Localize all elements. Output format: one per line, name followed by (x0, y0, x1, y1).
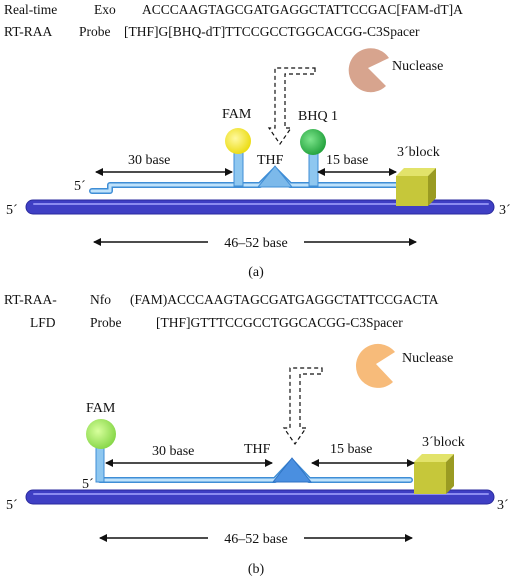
panel-a-thf-label: THF (257, 153, 284, 168)
panel-a: Real-time Exo ACCCAAGTAGCGATGAGGCTATTCCG… (4, 2, 511, 280)
fam-linker (233, 149, 244, 187)
block-cube-icon (396, 168, 436, 206)
fluorophore-icon-b (86, 419, 116, 449)
panel-a-left-span-label: 30 base (128, 153, 170, 168)
panel-b-length-label: 46–52 base (224, 532, 287, 547)
nuclease-pacman-icon (348, 48, 389, 93)
panel-b-nuclease-label: Nuclease (402, 351, 453, 366)
panel-a-bhq-label: BHQ 1 (298, 109, 338, 124)
probe-strand-b (97, 459, 413, 483)
panel-b-header-line2-name: LFD (30, 315, 56, 330)
panel-a-nuclease-label: Nuclease (392, 59, 443, 74)
thf-site-icon-b (271, 457, 313, 483)
cleavage-arrow-icon-b (282, 367, 323, 446)
panel-b-probe-5prime: 5´ (82, 477, 94, 492)
panel-a-header-line1-name: Real-time (4, 2, 57, 17)
panel-a-strand-5prime: 5´ (6, 203, 18, 218)
panel-b: RT-RAA- Nfo (FAM)ACCCAAGTAGCGATGAGGCTATT… (4, 292, 509, 577)
quencher-icon (300, 129, 326, 155)
nuclease-pacman-icon-b (355, 343, 395, 388)
panel-a-header-line2-kind: Probe (79, 24, 111, 39)
panel-b-fam-label: FAM (86, 401, 116, 416)
thf-site-icon (256, 165, 294, 188)
probe-strand (89, 167, 413, 194)
panel-a-header-line2-sequence: [THF]G[BHQ-dT]TTCCGCCTGGCACGG-C3Spacer (124, 24, 420, 39)
panel-a-length-label-bg (208, 232, 304, 250)
panel-b-thf-label: THF (244, 442, 271, 457)
panel-a-probe-5prime: 5´ (74, 179, 86, 194)
panel-b-strand-3prime: 3´ (497, 498, 509, 513)
panel-b-left-span-label: 30 base (152, 444, 194, 459)
cleavage-arrow-icon (267, 67, 316, 146)
panel-b-header-line2-sequence: [THF]GTTTCCGCCTGGCACGG-C3Spacer (156, 315, 403, 330)
fluorophore-icon (225, 128, 251, 154)
panel-a-block-label: 3´block (397, 145, 440, 160)
panel-a-length-label: 46–52 base (224, 236, 287, 251)
panel-b-block-label: 3´block (422, 435, 465, 450)
panel-b-caption: (b) (248, 562, 265, 577)
block-cube-icon-b (414, 454, 454, 494)
panel-b-header-line1-name: RT-RAA- (4, 292, 57, 307)
panel-a-header-line1-sequence: ACCCAAGTAGCGATGAGGCTATTCCGAC[FAM-dT]A (142, 2, 463, 17)
panel-a-fam-label: FAM (222, 107, 252, 122)
panel-a-caption: (a) (248, 265, 264, 280)
bhq-linker (308, 151, 319, 187)
panel-a-header-line2-name: RT-RAA (4, 24, 52, 39)
panel-b-header-line1-kind: Nfo (90, 292, 111, 307)
panel-b-header-line2-kind: Probe (90, 315, 122, 330)
panel-b-strand-5prime: 5´ (6, 498, 18, 513)
panel-a-strand-3prime: 3´ (499, 203, 511, 218)
fam-linker-b (95, 445, 105, 483)
panel-a-header-line1-kind: Exo (94, 2, 116, 17)
panel-a-right-span-label: 15 base (326, 153, 368, 168)
panel-b-length-label-bg (208, 528, 304, 546)
panel-b-header-line1-sequence: (FAM)ACCCAAGTAGCGATGAGGCTATTCCGACTA (130, 292, 439, 307)
panel-b-right-span-label: 15 base (330, 442, 372, 457)
